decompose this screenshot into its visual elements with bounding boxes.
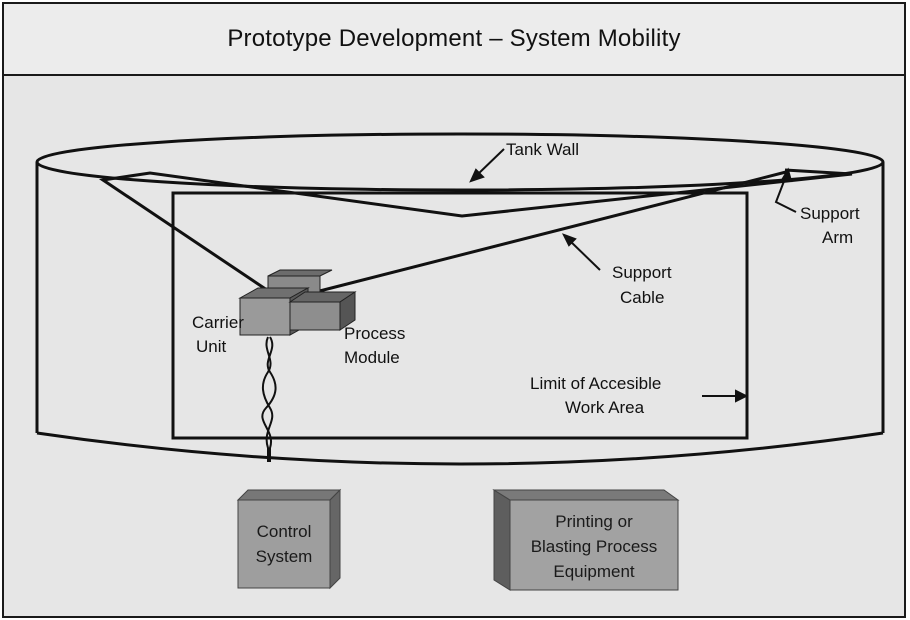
tank-cylinder (35, 132, 885, 466)
process-equipment-box (492, 489, 680, 591)
pointer-arrows (469, 148, 797, 403)
process-module-label-line2: Module (344, 348, 400, 367)
umbilical-cable (261, 336, 277, 462)
work-area-label-line2: Work Area (565, 398, 645, 417)
tank-wall-label: Tank Wall (506, 140, 579, 159)
support-arm-label-line2: Arm (822, 228, 853, 247)
tank-bottom-curve (36, 431, 884, 466)
control-system-label-line2: System (256, 547, 313, 566)
support-cable-label-line2: Cable (620, 288, 664, 307)
page-title: Prototype Development – System Mobility (227, 25, 681, 52)
control-system-box (236, 488, 342, 590)
tank-rim (35, 132, 885, 192)
process-module-label-line1: Process (344, 324, 405, 343)
support-cable (299, 170, 787, 298)
support-arm-frame (98, 168, 853, 292)
support-cable-label-line1: Support (612, 263, 672, 282)
control-system-label-line1: Control (257, 522, 312, 541)
equipment-label-line2: Blasting Process (531, 537, 658, 556)
equipment-label-line3: Equipment (553, 562, 635, 581)
carrier-unit-label-line1: Carrier (192, 313, 244, 332)
support-arm-label-line1: Support (800, 204, 860, 223)
title-bar: Prototype Development – System Mobility (4, 4, 904, 76)
equipment-label-line1: Printing or (555, 512, 633, 531)
process-module-block (288, 291, 357, 331)
work-area-limit (171, 191, 749, 440)
carrier-unit-label-line2: Unit (196, 337, 227, 356)
work-area-label-line1: Limit of Accesible (530, 374, 661, 393)
